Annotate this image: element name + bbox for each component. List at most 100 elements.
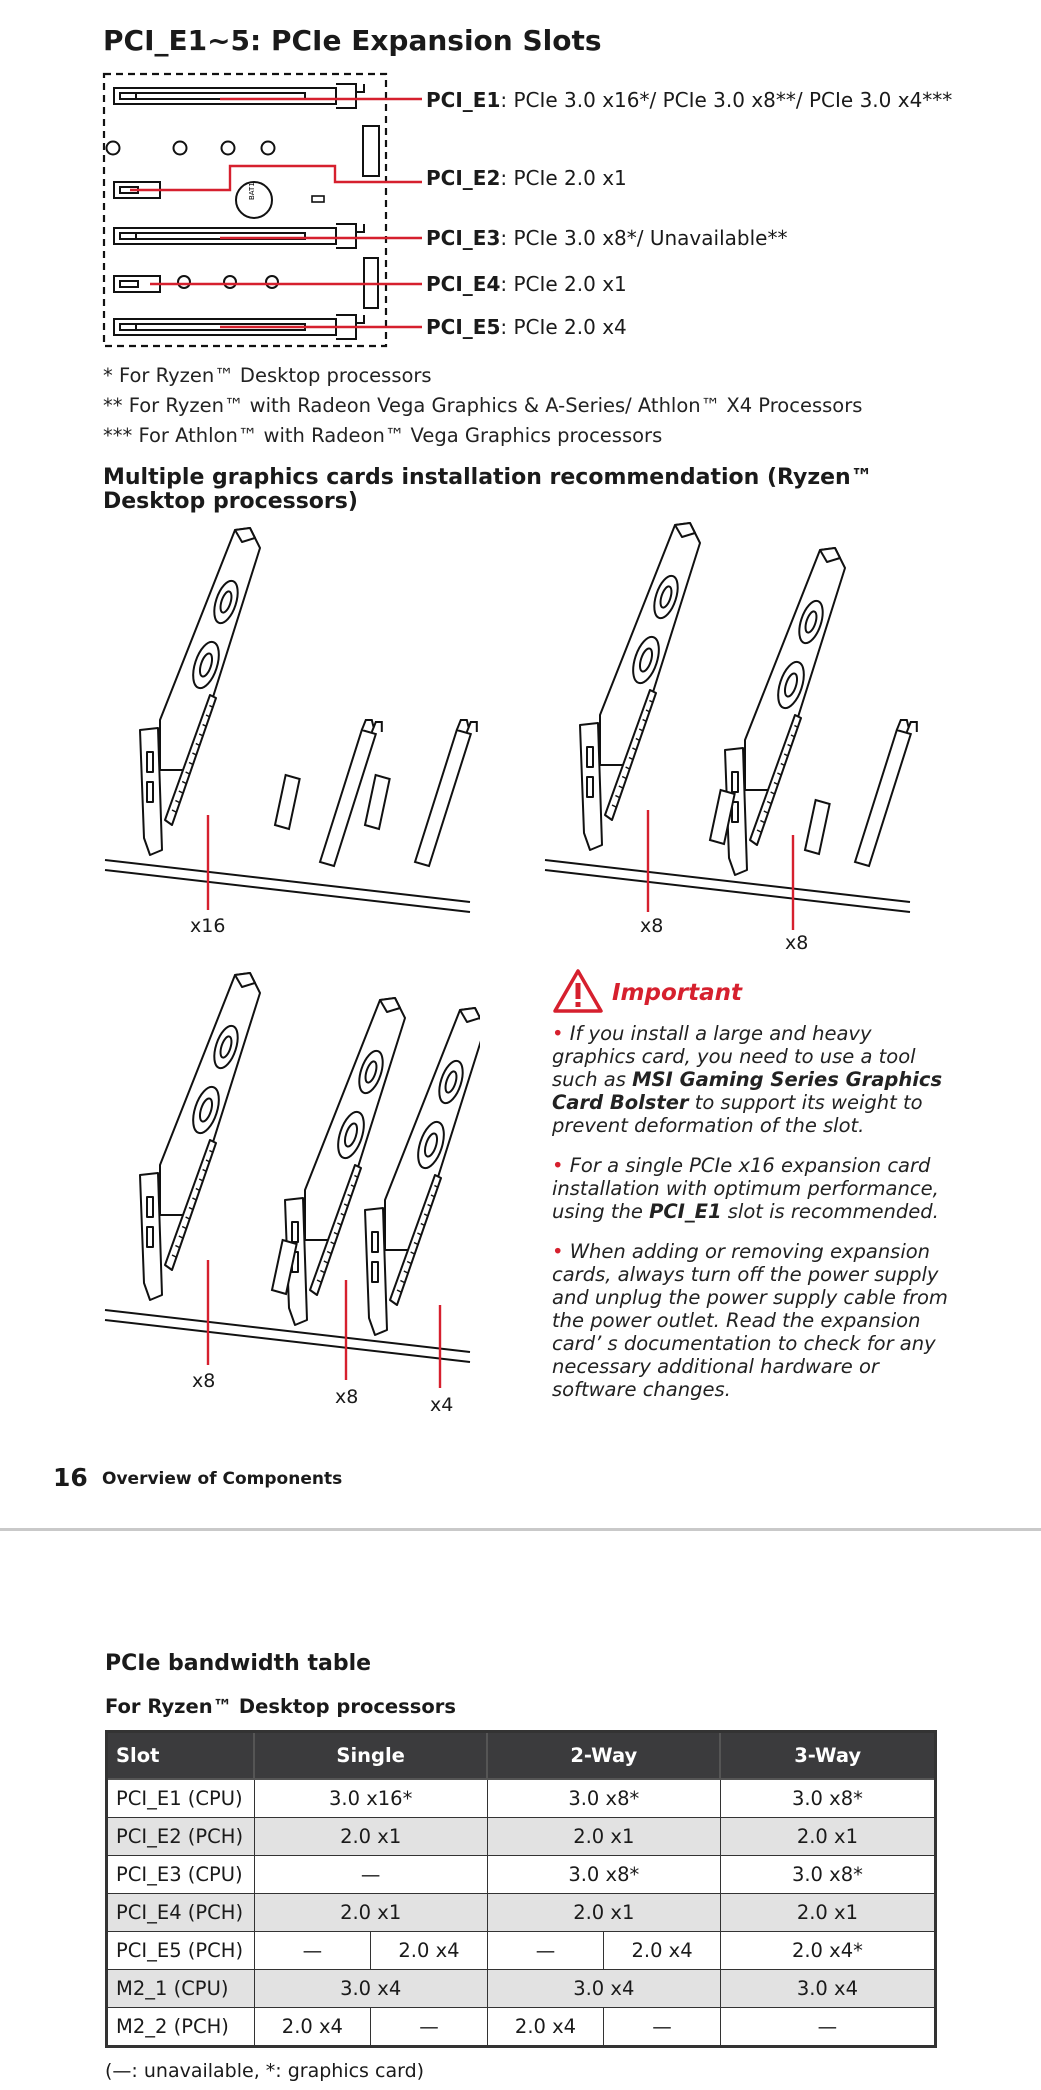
slot-body [853, 728, 913, 868]
connector-pin [434, 1184, 439, 1189]
battery-label: BAT1 [248, 182, 256, 200]
slot-body [708, 788, 736, 846]
connector-pin [787, 743, 792, 748]
fan-hub [219, 590, 233, 614]
fan-hub [219, 1035, 233, 1059]
slot-latch [895, 719, 918, 733]
cell-slot: PCI_E2 (PCH) [106, 1817, 255, 1856]
cell-3way: 3.0 x8* [719, 1778, 937, 1818]
cell-2way-b: 2.0 x4 [603, 1931, 721, 1970]
board-edge [544, 859, 911, 903]
bracket-port [586, 746, 594, 768]
graphics-card [579, 522, 701, 851]
connector-pin [188, 761, 194, 766]
connector-pin [611, 804, 617, 808]
connector-pin [171, 1254, 177, 1258]
empty-slot-small [708, 788, 736, 846]
slot-latch [455, 719, 478, 733]
table-row: PCI_E1 (CPU) 3.0 x16* 3.0 x8* 3.0 x8* [106, 1778, 937, 1818]
slot-diagram: BAT1 [102, 72, 422, 348]
connector-pin [427, 1203, 432, 1208]
slot-label-pci-e1: PCI_E1: PCIe 3.0 x16*/ PCIe 3.0 x8**/ PC… [426, 88, 953, 112]
table-row: PCI_E5 (PCH) — 2.0 x4 — 2.0 x4 2.0 x4* [106, 1931, 937, 1970]
mounting-holes [105, 140, 276, 156]
table-title: PCIe bandwidth table [105, 1651, 372, 1676]
cell-single: 2.0 x1 [253, 1893, 488, 1932]
connector-pin [192, 752, 197, 756]
header-single: Single [253, 1730, 489, 1780]
connector-pin [417, 1232, 422, 1236]
pcie-connector [749, 714, 802, 846]
board-edge [104, 869, 471, 913]
connector-pin [410, 1251, 415, 1255]
fan-hub [198, 652, 214, 678]
connector-pin [618, 785, 624, 789]
slot-pci-e1-shape [113, 83, 365, 109]
bracket-port [731, 801, 739, 823]
cell-2way: 2.0 x1 [486, 1893, 721, 1932]
empty-slot-small [803, 798, 831, 856]
bracket-port [371, 1231, 379, 1253]
connector-pin [195, 742, 201, 747]
multi-gpu-heading: Multiple graphics cards installation rec… [103, 465, 873, 514]
slot-body [273, 773, 301, 831]
connector-pin [354, 1174, 359, 1179]
slot-label-pci-e3: PCI_E3: PCIe 3.0 x8*/ Unavailable** [426, 226, 788, 250]
connector-pin [178, 790, 184, 794]
slot-body [363, 773, 391, 831]
connector-pin [760, 819, 765, 824]
cell-2way-b: — [603, 2007, 721, 2047]
important-note-2: • For a single PCIe x16 expansion card i… [552, 1154, 939, 1223]
lane-label-x8: x8 [640, 915, 664, 937]
connector-pin [188, 1206, 194, 1211]
cell-single-b: — [370, 2007, 488, 2047]
connector-pin [420, 1222, 426, 1227]
card-top [234, 527, 256, 543]
connector-pin [198, 1178, 204, 1182]
cell-single-a: — [253, 1931, 372, 1970]
fan-hub [804, 610, 818, 634]
connector-pin [175, 1244, 180, 1249]
cell-slot: PCI_E3 (CPU) [106, 1855, 255, 1894]
connector-pin [763, 810, 769, 814]
lane-label-x8: x8 [335, 1386, 359, 1408]
pcie-connector [389, 1174, 442, 1306]
cell-3way: 3.0 x8* [719, 1855, 937, 1894]
cell-single-a: 2.0 x4 [253, 2007, 372, 2047]
table-row: M2_1 (CPU) 3.0 x4 3.0 x4 3.0 x4 [106, 1969, 937, 2008]
footnote-1: * For Ryzen™ Desktop processors [103, 364, 432, 387]
slot-latch [360, 719, 383, 733]
pcie-connector [604, 689, 657, 821]
cell-2way-a: — [486, 1931, 605, 1970]
connector-pin [195, 1187, 201, 1192]
cell-single-b: 2.0 x4 [370, 1931, 488, 1970]
connector-pin [326, 1250, 332, 1255]
board-edge [104, 1319, 471, 1363]
connector-pin [323, 1260, 329, 1264]
connector-pin [350, 1184, 356, 1188]
connector-pin [406, 1260, 412, 1265]
connector-pin [777, 772, 782, 776]
cell-slot: M2_2 (PCH) [106, 2007, 255, 2047]
battery-shape [235, 181, 273, 219]
lane-label-x8: x8 [192, 1370, 216, 1392]
graphics-card [364, 1007, 480, 1336]
empty-slot-small [273, 773, 301, 831]
cell-slot: PCI_E5 (PCH) [106, 1931, 255, 1970]
slot-body [270, 1238, 298, 1296]
connector-pin [638, 728, 644, 732]
connector-pin [794, 724, 799, 729]
connector-pin [628, 756, 634, 761]
connector-pin [423, 1213, 429, 1217]
connector-pin [337, 1222, 342, 1226]
single-card-illustration [104, 527, 478, 913]
connector-pin [316, 1279, 322, 1283]
graphics-card [284, 997, 406, 1326]
important-note-1: • If you install a large and heavy graph… [552, 1022, 943, 1137]
connector-pin [773, 781, 779, 786]
connector-pin [790, 734, 796, 738]
connector-pin [343, 1203, 349, 1207]
table-row: PCI_E2 (PCH) 2.0 x1 2.0 x1 2.0 x1 [106, 1817, 937, 1856]
slot-label-pci-e5: PCI_E5: PCIe 2.0 x4 [426, 315, 627, 339]
cell-3way: 2.0 x1 [719, 1817, 937, 1856]
